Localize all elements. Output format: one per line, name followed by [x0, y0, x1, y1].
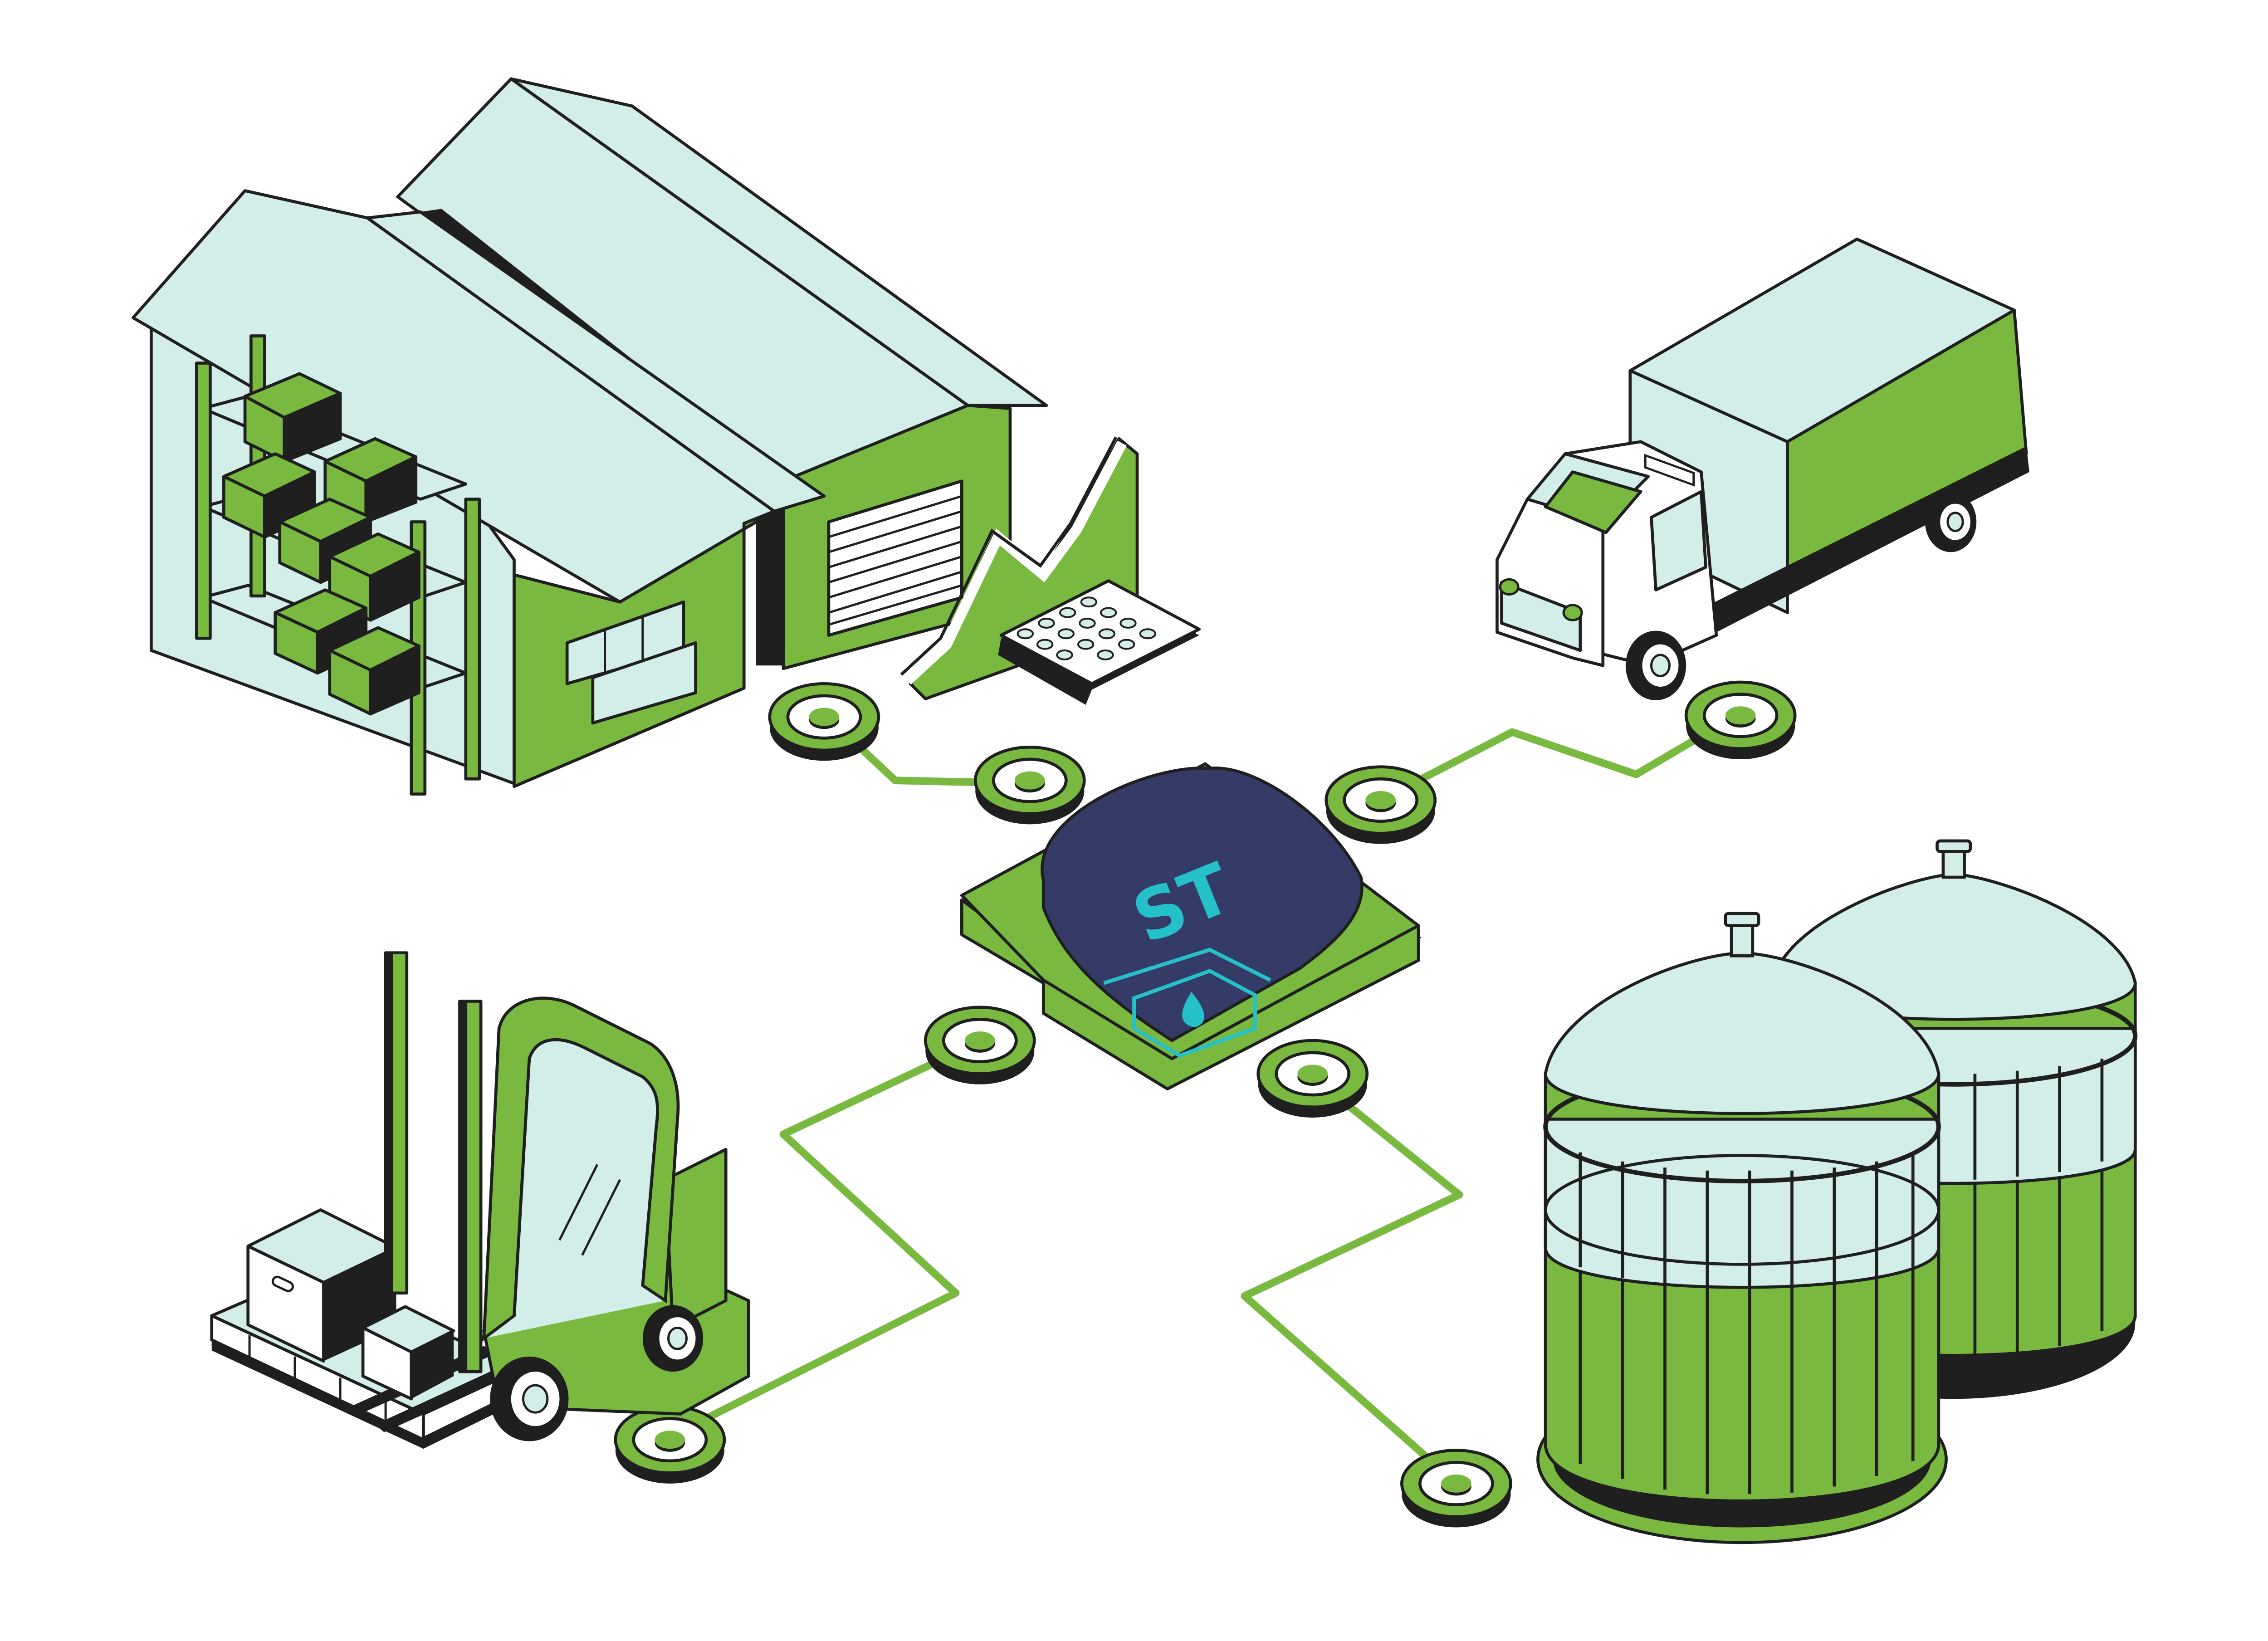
- silo-icon: [1536, 839, 2138, 1544]
- warehouse-icon: [132, 77, 1048, 796]
- forklift-icon: [210, 951, 750, 1449]
- truck-icon: [1496, 237, 2029, 700]
- connector-node-icon: [1256, 1039, 1369, 1118]
- fuel-house-icon: [1103, 947, 1271, 1058]
- truck-wheel: [1625, 630, 1686, 700]
- forklift-wheel: [490, 1356, 569, 1441]
- silo-front: [1536, 912, 1948, 1544]
- connector-node-icon: [1684, 680, 1797, 759]
- connector-node-icon: [614, 1405, 726, 1484]
- calculator-icon: [998, 579, 1201, 705]
- connector-node-icon: [924, 1006, 1036, 1084]
- hub-chip-icon: ST: [960, 762, 1422, 1091]
- line-silo: [1241, 1073, 1463, 1486]
- line-forklift: [666, 1040, 979, 1441]
- connector-node-icon: [1400, 1449, 1512, 1528]
- truck-wheel: [1925, 491, 1977, 552]
- connector-nodes: [614, 680, 1797, 1528]
- line-truck: [1380, 710, 1743, 802]
- connector-node-icon: [1325, 765, 1437, 844]
- forklift-wheel: [642, 1305, 704, 1372]
- connector-node-icon: [768, 682, 880, 761]
- shelving-unit: [195, 334, 481, 796]
- connector-node-icon: [973, 745, 1086, 825]
